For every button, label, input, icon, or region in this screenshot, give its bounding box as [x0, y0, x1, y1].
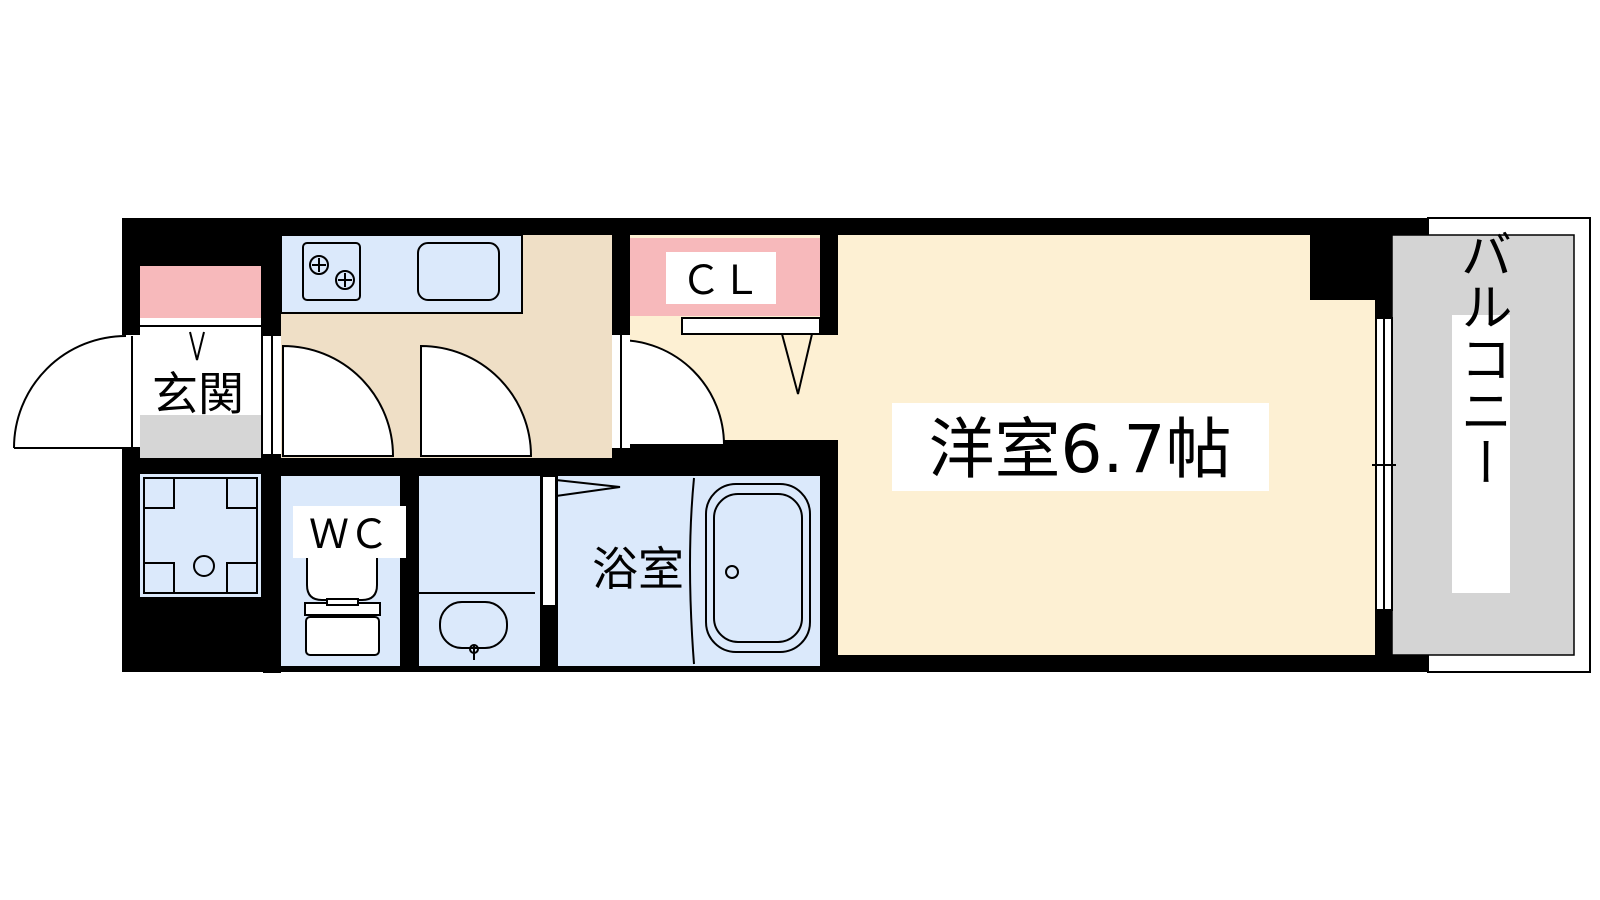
- balcony-label: バルコニー: [1451, 228, 1511, 488]
- western-room-label: 洋室6.7帖: [929, 411, 1232, 488]
- bathtub-icon: [689, 477, 811, 665]
- closet-doors: [681, 317, 821, 395]
- closet-label: ＣＬ: [681, 258, 761, 304]
- bathroom-floor: [558, 476, 820, 666]
- washroom-floor: [419, 476, 540, 666]
- label-balcony: バルコニー: [1451, 228, 1511, 593]
- washer-space-floor: [140, 474, 261, 597]
- washroom-door: [420, 344, 533, 457]
- label-bathroom: 浴室: [592, 542, 684, 596]
- label-toilet: ＷＣ: [293, 506, 406, 558]
- toilet-label: ＷＣ: [309, 512, 389, 558]
- bath-door: [541, 475, 621, 607]
- toilet-door: [282, 344, 395, 457]
- entrance-label: 玄関: [152, 367, 244, 421]
- washing-machine-pan-icon: [143, 477, 258, 594]
- washbasin-icon: [419, 592, 535, 660]
- kitchen-sink-icon: [417, 242, 500, 301]
- label-closet: ＣＬ: [666, 252, 776, 304]
- bathroom-label: 浴室: [592, 542, 684, 596]
- entrance-frame: [140, 325, 261, 467]
- toilet-icon: [304, 544, 381, 656]
- kitchen-counter: [280, 234, 523, 314]
- stove-icon: [302, 242, 361, 301]
- label-entrance: 玄関: [152, 367, 244, 421]
- shoe-cabinet: [140, 266, 261, 318]
- entrance-door: [13, 335, 140, 449]
- room-door: [618, 338, 726, 446]
- entrance-step: [140, 415, 261, 458]
- balcony-window: [1372, 317, 1396, 611]
- label-western-room: 洋室6.7帖: [892, 403, 1269, 491]
- interior-doors: [282, 338, 726, 457]
